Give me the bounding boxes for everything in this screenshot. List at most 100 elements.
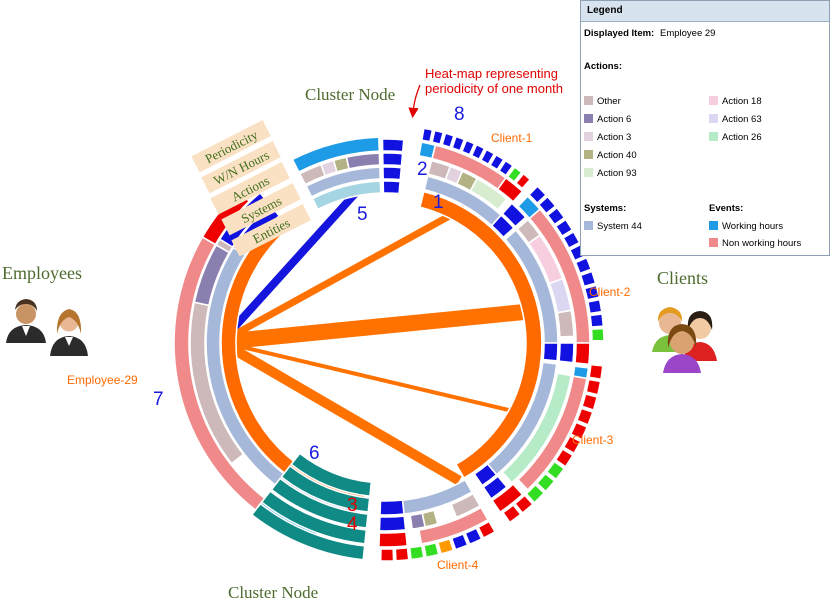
heatmap-cell[interactable]	[441, 132, 455, 149]
client-1-label[interactable]: Client-1	[491, 131, 533, 145]
client-4-label[interactable]: Client-4	[437, 558, 479, 572]
heatmap-cell[interactable]	[575, 407, 594, 426]
heatmap-cell[interactable]	[464, 527, 483, 546]
cluster-node-top-arc[interactable]	[305, 166, 382, 198]
client-1-action-arc[interactable]	[469, 177, 508, 211]
client-4-action-arc[interactable]	[409, 512, 427, 531]
heatmap-cell[interactable]	[525, 483, 546, 504]
heatmap-cell[interactable]	[513, 494, 534, 515]
cluster-node-bottom-arc[interactable]	[270, 477, 369, 529]
legend-swatch	[584, 114, 593, 123]
heatmap-cell[interactable]	[450, 532, 469, 551]
heatmap-cell[interactable]	[490, 214, 515, 239]
heatmap-cell[interactable]	[514, 172, 532, 190]
heatmap-cell[interactable]	[590, 327, 605, 342]
heatmap-cell[interactable]	[546, 206, 566, 226]
heatmap-cell[interactable]	[583, 284, 601, 301]
heatmap-cell[interactable]	[408, 544, 425, 561]
heatmap-cell[interactable]	[470, 143, 486, 161]
employee-29-label[interactable]: Employee-29	[67, 373, 138, 387]
heatmap-cell[interactable]	[473, 462, 498, 487]
marker-5: 5	[357, 204, 368, 225]
heatmap-cell[interactable]	[588, 363, 604, 381]
heatmap-cell[interactable]	[506, 165, 523, 183]
heatmap-cell[interactable]	[497, 159, 514, 177]
legend-swatch	[709, 114, 718, 123]
heatmap-cell[interactable]	[496, 176, 524, 203]
marker-7: 7	[153, 389, 164, 410]
heatmap-cell[interactable]	[574, 256, 593, 275]
cluster-node-bottom-label: Cluster Node	[228, 583, 318, 602]
link-client-1[interactable]	[219, 204, 466, 346]
heatmap-cell[interactable]	[381, 152, 404, 167]
heatmap-cell[interactable]	[431, 129, 445, 146]
heatmap-cell[interactable]	[579, 270, 597, 288]
heatmap-cell[interactable]	[558, 342, 575, 364]
clients-entity-arc[interactable]	[418, 190, 543, 480]
heatmap-cell[interactable]	[379, 548, 395, 562]
client-3-action-arc[interactable]	[501, 372, 573, 484]
heatmap-cell[interactable]	[381, 138, 405, 153]
heatmap-cell[interactable]	[554, 448, 574, 468]
heatmap-cell[interactable]	[586, 298, 603, 315]
client-3-label[interactable]: Client-3	[572, 433, 614, 447]
heatmap-cell[interactable]	[542, 342, 559, 362]
heatmap-cell[interactable]	[535, 472, 556, 493]
heatmap-cell[interactable]	[501, 202, 527, 228]
client-2-hours-arc[interactable]	[516, 195, 542, 220]
heatmap-cell[interactable]	[379, 499, 405, 516]
heatmap-cell[interactable]	[479, 148, 496, 166]
cluster-node-top-arc[interactable]	[345, 152, 381, 170]
heatmap-cell[interactable]	[537, 195, 557, 215]
client-3-hours-arc[interactable]	[516, 375, 588, 491]
client-1-hours-arc[interactable]	[418, 141, 437, 160]
client-4-hours-arc[interactable]	[418, 506, 490, 545]
heatmap-cell[interactable]	[545, 460, 566, 481]
client-4-action-arc[interactable]	[450, 492, 482, 519]
cluster-node-bottom-arc[interactable]	[290, 452, 373, 498]
heatmap-cell[interactable]	[589, 313, 605, 328]
heatmap-cell[interactable]	[394, 546, 410, 562]
legend-action-item: Other	[584, 96, 621, 107]
heatmap-cell[interactable]	[569, 421, 589, 441]
cluster-node-bottom-arc[interactable]	[280, 464, 371, 513]
heatmap-cell[interactable]	[501, 503, 522, 524]
heatmap-cell[interactable]	[378, 531, 409, 548]
heatmap-cell[interactable]	[585, 378, 602, 396]
heatmap-cell[interactable]	[489, 153, 505, 171]
heatmap-cell[interactable]	[491, 483, 524, 514]
heatmap-cell[interactable]	[562, 230, 581, 250]
cluster-node-bottom-arc[interactable]	[260, 490, 368, 545]
link-cluster-node[interactable]	[218, 186, 362, 345]
heatmap-cell[interactable]	[420, 127, 434, 143]
heatmap-cell[interactable]	[554, 218, 574, 238]
heatmap-cell[interactable]	[477, 520, 497, 539]
link-client-4[interactable]	[218, 337, 462, 486]
employee-29-action-arc[interactable]	[193, 243, 231, 307]
client-2-label[interactable]: Client-2	[589, 285, 631, 299]
heatmap-cell[interactable]	[581, 393, 599, 412]
link-client-3[interactable]	[220, 340, 526, 416]
cluster-node-bottom-arc[interactable]	[250, 502, 366, 561]
heatmap-cell[interactable]	[451, 135, 466, 152]
heatmap-cell[interactable]	[574, 342, 591, 366]
cluster-node-top-arc[interactable]	[291, 136, 381, 174]
client-2-action-arc[interactable]	[556, 309, 575, 338]
heatmap-cell[interactable]	[378, 515, 407, 532]
employee-29-entity-arc[interactable]	[220, 211, 367, 508]
heatmap-cell[interactable]	[527, 185, 548, 205]
link-client-2[interactable]	[220, 302, 540, 350]
heatmap-cell[interactable]	[382, 180, 401, 195]
legend-events-heading: Events:	[709, 203, 744, 214]
heatmap-cell[interactable]	[422, 541, 440, 559]
legend-action-item: Action 93	[584, 168, 637, 179]
heatmap-cell[interactable]	[460, 139, 476, 156]
heatmap-cell[interactable]	[382, 166, 403, 181]
cluster-node-top-arc[interactable]	[311, 180, 382, 211]
heatmap-cell[interactable]	[562, 434, 582, 455]
heatmap-cell[interactable]	[436, 537, 455, 555]
marker-3: 3	[347, 495, 358, 516]
client-3-hours-arc[interactable]	[572, 365, 590, 380]
heatmap-cell[interactable]	[482, 475, 508, 500]
